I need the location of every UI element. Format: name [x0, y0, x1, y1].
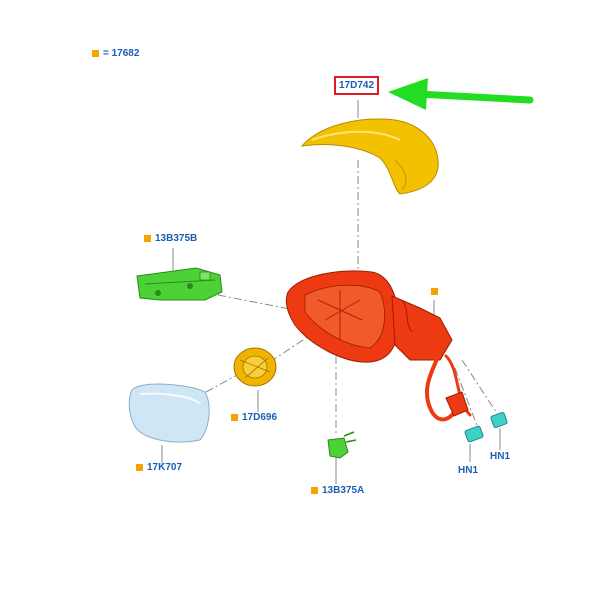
- connector-left-part: [464, 425, 484, 443]
- callout-connector-left-label: HN1: [458, 465, 479, 476]
- callout-lamp[interactable]: 13B375A: [311, 485, 364, 496]
- centerline-connector-right: [461, 359, 501, 419]
- callout-connector-right[interactable]: HN1: [490, 451, 510, 462]
- callout-glass-label: 17K707: [147, 462, 183, 473]
- bracket-part: [136, 267, 223, 301]
- callout-connector-right-label: HN1: [490, 451, 511, 462]
- legend: = 17682: [92, 48, 139, 59]
- mirror-glass-part: [128, 383, 210, 443]
- callout-cover[interactable]: 17D742: [334, 76, 380, 95]
- callout-actuator[interactable]: 17D696: [231, 412, 277, 423]
- orange-square-marker-icon: [92, 50, 99, 57]
- mirror-housing-part: [285, 270, 453, 363]
- mirror-cover-part: [300, 118, 439, 195]
- callout-bracket[interactable]: 13B375B: [144, 233, 197, 244]
- centerline-bracket: [217, 294, 296, 311]
- callout-glass[interactable]: 17K707: [136, 462, 182, 473]
- callout-connector-left[interactable]: HN1: [458, 465, 478, 476]
- callout-actuator-label: 17D696: [242, 412, 278, 423]
- orange-square-marker-icon: [231, 414, 238, 421]
- lamp-part: [327, 431, 357, 459]
- orange-square-marker-icon: [136, 464, 143, 471]
- legend-text: = 17682: [103, 48, 140, 59]
- callout-lamp-label: 13B375A: [322, 485, 365, 496]
- actuator-part: [233, 347, 277, 387]
- orange-square-marker-icon: [311, 487, 318, 494]
- orange-square-marker-icon: [431, 288, 438, 295]
- callout-bracket-label: 13B375B: [155, 233, 198, 244]
- callout-cover-label: 17D742: [334, 76, 380, 95]
- wiring-harness-part: [424, 350, 472, 422]
- connector-right-part: [490, 412, 508, 428]
- centerline-connector-left: [454, 367, 479, 429]
- green-arrow-icon: [388, 78, 534, 110]
- orange-square-marker-icon: [144, 235, 151, 242]
- callout-harness[interactable]: [431, 288, 438, 295]
